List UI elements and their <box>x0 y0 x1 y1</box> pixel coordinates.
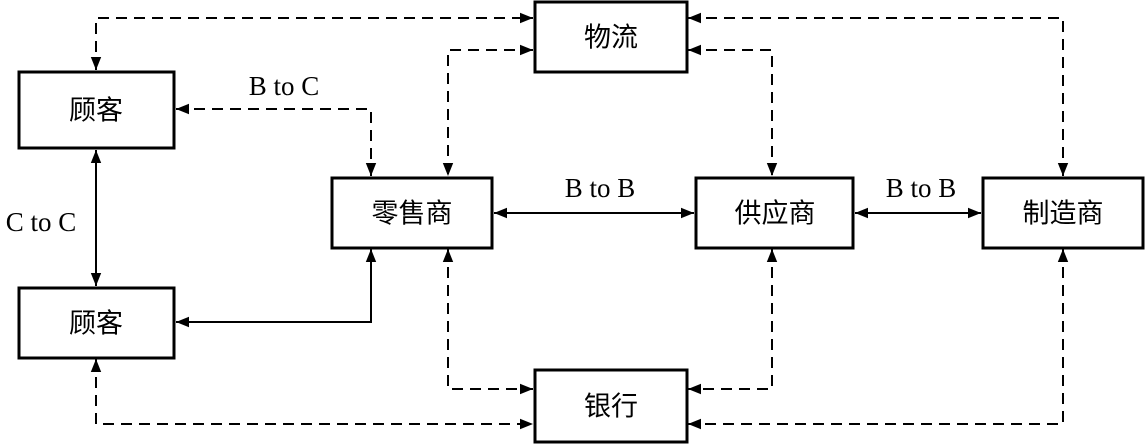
node-manufacturer-label: 制造商 <box>1023 199 1104 230</box>
node-bank: 银行 <box>533 368 689 444</box>
label-c2c: C to C <box>6 207 77 237</box>
label-b2c: B to C <box>249 71 320 101</box>
label-b2b-left: B to B <box>565 173 636 203</box>
edge-customer-top-logistics <box>90 12 533 70</box>
edge-supplier-bank <box>688 249 778 395</box>
node-supplier-label: 供应商 <box>735 199 816 230</box>
edge-customer-bottom-retailer <box>176 249 377 328</box>
edge-logistics-supplier <box>688 44 778 176</box>
node-customer-bottom: 顾客 <box>17 286 176 360</box>
edge-logistics-manufacturer <box>688 12 1069 176</box>
node-bank-label: 银行 <box>584 392 638 423</box>
edge-customer-top-retailer <box>176 103 377 176</box>
node-logistics-label: 物流 <box>584 23 638 54</box>
label-b2b-right: B to B <box>886 173 957 203</box>
node-supplier: 供应商 <box>694 176 855 250</box>
node-customer-top-label: 顾客 <box>69 96 123 127</box>
edge-retailer-bank <box>442 249 533 395</box>
edge-logistics-retailer <box>442 44 533 176</box>
node-customer-top: 顾客 <box>17 70 176 150</box>
node-retailer-label: 零售商 <box>372 199 453 230</box>
node-logistics: 物流 <box>533 0 689 74</box>
edge-customer-bottom-bank <box>90 359 533 430</box>
node-manufacturer: 制造商 <box>981 176 1145 250</box>
edge-manufacturer-bank <box>688 249 1069 430</box>
node-retailer: 零售商 <box>330 176 494 250</box>
node-customer-bottom-label: 顾客 <box>69 309 123 340</box>
